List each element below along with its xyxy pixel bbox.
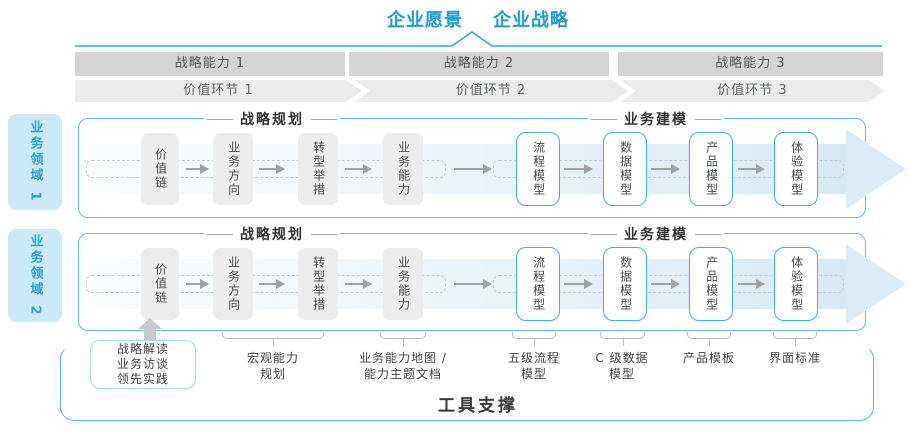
pipeline-dash-track: [86, 275, 446, 293]
annotation-c-level-data-model: C 级数据 模型: [595, 351, 649, 381]
up-arrow-icon: [138, 318, 162, 341]
domain-1-panel: 战略规划 业务建模 价值链 业务方向 转型举措 业务能力 流程模型 数据模型 产…: [78, 109, 906, 218]
model-box-data-model: 数据模型: [603, 247, 647, 321]
pipeline-dash-track: [86, 160, 446, 178]
brace-connector: [600, 332, 645, 346]
tool-support-title: 工具支撑: [438, 396, 518, 416]
flow-arrow-icon: [186, 164, 209, 174]
annotation-macro-capability-planning: 宏观能力 规划: [246, 351, 300, 381]
model-box-process-model: 流程模型: [516, 132, 560, 206]
value-link-chevron-3: 价值环节 3: [620, 80, 885, 102]
process-box-business-direction: 业务方向: [213, 248, 253, 320]
brace-connector: [773, 332, 817, 346]
process-box-business-capability: 业务能力: [383, 133, 423, 205]
pipeline-dash-track: [493, 275, 844, 293]
pipeline-dash-track: [493, 160, 844, 178]
flow-arrow-icon: [454, 164, 492, 174]
flow-arrow-icon: [259, 279, 285, 289]
domain-label-1: 业务领域 1: [8, 114, 62, 210]
flow-arrow-icon: [345, 279, 372, 289]
brace-connector: [380, 332, 426, 346]
section-title-strategic-planning: 战略规划: [204, 224, 340, 244]
process-box-transformation-initiatives: 转型举措: [298, 133, 338, 205]
strategic-capability-bar-3: 战略能力 3: [618, 52, 883, 76]
model-box-experience-model: 体验模型: [774, 247, 818, 321]
brace-connector: [512, 332, 556, 346]
strategic-capability-bar-2: 战略能力 2: [349, 52, 609, 76]
tool-support-container: [60, 345, 874, 421]
flow-arrow-icon: [564, 164, 593, 174]
value-link-chevron-2: 价值环节 2: [354, 80, 628, 102]
model-box-process-model: 流程模型: [516, 247, 560, 321]
vision-title: 企业愿景: [387, 10, 463, 31]
flow-arrow-icon: [738, 279, 765, 289]
section-title-business-modeling: 业务建模: [588, 109, 724, 129]
annotation-product-template: 产品模板: [682, 351, 736, 365]
flow-arrow-icon: [651, 164, 680, 174]
section-title-business-modeling: 业务建模: [588, 224, 724, 244]
vision-strategy-header: 企业愿景 企业战略: [387, 6, 569, 32]
annotation-level5-process-model: 五级流程 模型: [507, 351, 561, 381]
domain-2-panel: 战略规划 业务建模 价值链 业务方向 转型举措 业务能力 流程模型 数据模型 产…: [78, 224, 906, 331]
brace-connector: [222, 332, 324, 346]
annotation-ui-standard: 界面标准: [768, 351, 822, 365]
flow-arrow-icon: [454, 279, 492, 289]
process-box-business-capability: 业务能力: [383, 248, 423, 320]
model-box-product-model: 产品模型: [689, 247, 733, 321]
domain-label-2: 业务领域 2: [8, 229, 62, 322]
value-link-chevron-1: 价值环节 1: [75, 80, 362, 102]
flow-arrow-icon: [651, 279, 680, 289]
process-box-business-direction: 业务方向: [213, 133, 253, 205]
practice-box: 战略解读 业务访谈 领先实践: [90, 340, 196, 389]
annotation-capability-map: 业务能力地图 / 能力主题文档: [359, 351, 447, 381]
big-flow-arrow-icon: [846, 129, 906, 209]
process-box-value-chain: 价值链: [141, 248, 179, 320]
model-box-data-model: 数据模型: [603, 132, 647, 206]
process-box-transformation-initiatives: 转型举措: [298, 248, 338, 320]
strategic-capability-bar-1: 战略能力 1: [75, 52, 345, 76]
process-box-value-chain: 价值链: [141, 133, 179, 205]
model-box-experience-model: 体验模型: [774, 132, 818, 206]
flow-arrow-icon: [345, 164, 372, 174]
strategy-title: 企业战略: [493, 10, 569, 31]
section-title-strategic-planning: 战略规划: [204, 109, 340, 129]
model-box-product-model: 产品模型: [689, 132, 733, 206]
flow-arrow-icon: [186, 279, 209, 289]
flow-arrow-icon: [259, 164, 285, 174]
flow-arrow-icon: [564, 279, 593, 289]
brace-connector: [687, 332, 731, 346]
flow-arrow-icon: [738, 164, 765, 174]
big-flow-arrow-icon: [846, 244, 906, 324]
